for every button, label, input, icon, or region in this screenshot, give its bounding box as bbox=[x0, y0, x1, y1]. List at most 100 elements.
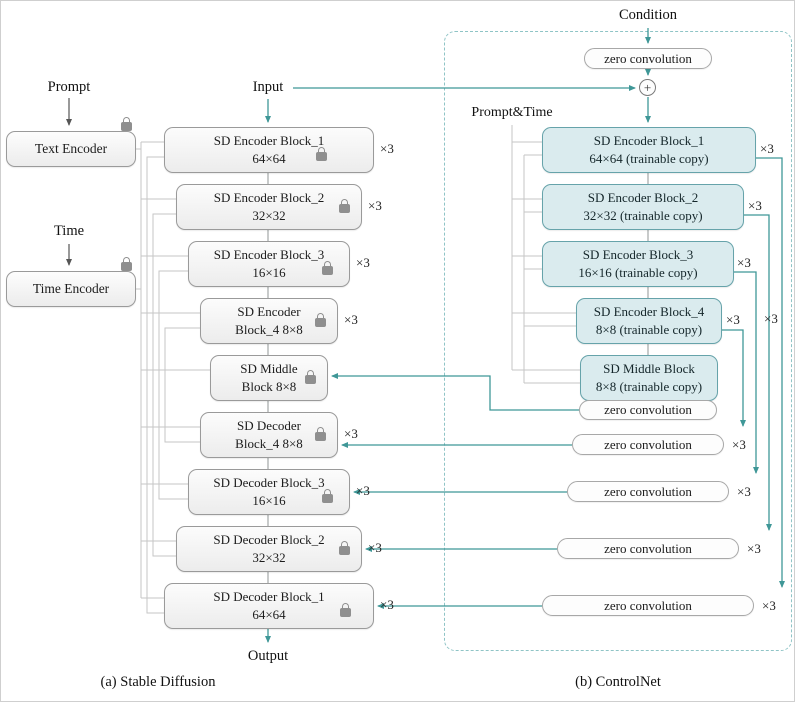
time-encoder-box: Time Encoder bbox=[6, 257, 136, 307]
mult-label: ×3 bbox=[380, 597, 394, 612]
lock-icon bbox=[339, 541, 350, 555]
lock-icon bbox=[305, 370, 316, 384]
mult-label: ×3 bbox=[747, 541, 761, 556]
block-title: SD Middle bbox=[240, 361, 298, 377]
block-title: SD Encoder Block_2 bbox=[213, 190, 325, 206]
lock-icon bbox=[121, 257, 132, 271]
zero-convolution-label: zero convolution bbox=[604, 50, 692, 66]
cn-encoder-block-1: SD Encoder Block_1 64×64 (trainable copy… bbox=[542, 127, 756, 173]
sd-decoder-block-3: SD Decoder Block_3 16×16 bbox=[188, 469, 350, 515]
block-title: SD Encoder Block_3 bbox=[582, 247, 694, 263]
zero-convolution-dec2: zero convolution bbox=[557, 538, 739, 559]
block-subtitle: 64×64 bbox=[252, 151, 286, 166]
block-title: SD Decoder bbox=[237, 418, 301, 434]
block-subtitle: 32×32 (trainable copy) bbox=[583, 208, 703, 223]
plus-circle-icon: + bbox=[639, 79, 656, 96]
sd-decoder-block-1: SD Decoder Block_1 64×64 bbox=[164, 583, 374, 629]
controlnet-conditioning-lines bbox=[511, 125, 580, 384]
zero-convolution-dec1: zero convolution bbox=[542, 595, 754, 616]
zero-convolution-middle: zero convolution bbox=[579, 400, 717, 420]
mult-label: ×3 bbox=[732, 437, 746, 452]
block-title: SD Encoder bbox=[237, 304, 301, 320]
sd-middle-block: SD Middle Block 8×8 bbox=[210, 355, 328, 401]
rail-block4-to-zeroconv bbox=[720, 329, 746, 427]
mult-label: ×3 bbox=[737, 484, 751, 499]
block-title: SD Encoder Block_1 bbox=[593, 133, 705, 149]
sd-conditioning-and-skip-lines bbox=[134, 141, 210, 614]
lock-icon bbox=[316, 147, 327, 161]
block-subtitle: Block 8×8 bbox=[241, 379, 297, 394]
input-label: Input bbox=[252, 79, 284, 95]
block-subtitle: 32×32 bbox=[252, 550, 286, 565]
zero-convolution-dec4: zero convolution bbox=[572, 434, 724, 455]
block-title: SD Middle Block bbox=[603, 361, 695, 377]
text-encoder-box: Text Encoder bbox=[6, 117, 136, 167]
zero-convolution-label: zero convolution bbox=[604, 436, 692, 452]
block-title: SD Encoder Block_3 bbox=[213, 247, 325, 263]
arrow-zeroconv-to-middle-block bbox=[331, 373, 579, 411]
sd-encoder-block-4: SD Encoder Block_4 8×8 bbox=[200, 298, 338, 344]
mult-label: ×3 bbox=[726, 312, 740, 327]
mult-label: ×3 bbox=[762, 598, 776, 613]
block-title: SD Decoder Block_2 bbox=[213, 532, 325, 548]
mult-label: ×3 bbox=[737, 255, 751, 270]
block-subtitle: 64×64 bbox=[252, 607, 286, 622]
mult-label: ×3 bbox=[344, 312, 358, 327]
cn-middle-block: SD Middle Block 8×8 (trainable copy) bbox=[580, 355, 718, 401]
time-label: Time bbox=[53, 223, 85, 239]
caption-controlnet: (b) ControlNet bbox=[575, 674, 661, 690]
block-title: SD Encoder Block_4 bbox=[593, 304, 705, 320]
lock-icon bbox=[322, 489, 333, 503]
block-title: SD Decoder Block_1 bbox=[213, 589, 325, 605]
zero-convolution-top: zero convolution bbox=[584, 48, 712, 69]
rail-block1-to-zeroconv bbox=[754, 157, 785, 588]
time-encoder-label: Time Encoder bbox=[32, 281, 110, 296]
lock-icon bbox=[339, 199, 350, 213]
rail-block2-to-zeroconv bbox=[742, 214, 772, 531]
mult-label: ×3 bbox=[760, 141, 774, 156]
mult-label: ×3 bbox=[344, 426, 358, 441]
mult-label: ×3 bbox=[356, 255, 370, 270]
prompt-label: Prompt bbox=[47, 79, 91, 95]
plus-symbol: + bbox=[643, 80, 652, 95]
block-title: SD Encoder Block_2 bbox=[587, 190, 699, 206]
condition-label: Condition bbox=[618, 7, 677, 23]
text-encoder-label: Text Encoder bbox=[34, 141, 108, 156]
sd-encoder-block-3: SD Encoder Block_3 16×16 bbox=[188, 241, 350, 287]
mult-label: ×3 bbox=[356, 483, 370, 498]
cn-encoder-block-2: SD Encoder Block_2 32×32 (trainable copy… bbox=[542, 184, 744, 230]
caption-stable-diffusion: (a) Stable Diffusion bbox=[100, 674, 216, 690]
zero-convolution-dec3: zero convolution bbox=[567, 481, 729, 502]
zero-convolution-label: zero convolution bbox=[604, 540, 692, 556]
rail-block3-to-zeroconv bbox=[732, 271, 759, 474]
block-subtitle: 16×16 bbox=[252, 265, 286, 280]
controlnet-dashed-container bbox=[444, 31, 792, 651]
lock-icon bbox=[322, 261, 333, 275]
block-subtitle: 8×8 (trainable copy) bbox=[595, 379, 703, 394]
block-subtitle: Block_4 8×8 bbox=[235, 322, 303, 337]
block-title: SD Encoder Block_1 bbox=[213, 133, 325, 149]
block-title: SD Decoder Block_3 bbox=[213, 475, 325, 491]
sd-encoder-block-2: SD Encoder Block_2 32×32 bbox=[176, 184, 362, 230]
lock-icon bbox=[315, 427, 326, 441]
sd-decoder-block-2: SD Decoder Block_2 32×32 bbox=[176, 526, 362, 572]
sd-decoder-block-4: SD Decoder Block_4 8×8 bbox=[200, 412, 338, 458]
block-subtitle: 32×32 bbox=[252, 208, 286, 223]
mult-label: ×3 bbox=[380, 141, 394, 156]
zero-convolution-label: zero convolution bbox=[604, 402, 692, 417]
zero-convolution-label: zero convolution bbox=[604, 483, 692, 499]
sd-encoder-block-1: SD Encoder Block_1 64×64 bbox=[164, 127, 374, 173]
block-subtitle: Block_4 8×8 bbox=[235, 436, 303, 451]
mult-label: ×3 bbox=[368, 198, 382, 213]
cn-encoder-block-3: SD Encoder Block_3 16×16 (trainable copy… bbox=[542, 241, 734, 287]
zero-convolution-label: zero convolution bbox=[604, 597, 692, 613]
prompt-time-label: Prompt&Time bbox=[471, 105, 553, 120]
mult-label: ×3 bbox=[368, 540, 382, 555]
block-subtitle: 16×16 bbox=[252, 493, 286, 508]
block-subtitle: 64×64 (trainable copy) bbox=[589, 151, 709, 166]
block-subtitle: 16×16 (trainable copy) bbox=[578, 265, 698, 280]
lock-icon bbox=[121, 117, 132, 131]
cn-encoder-block-4: SD Encoder Block_4 8×8 (trainable copy) bbox=[576, 298, 722, 344]
